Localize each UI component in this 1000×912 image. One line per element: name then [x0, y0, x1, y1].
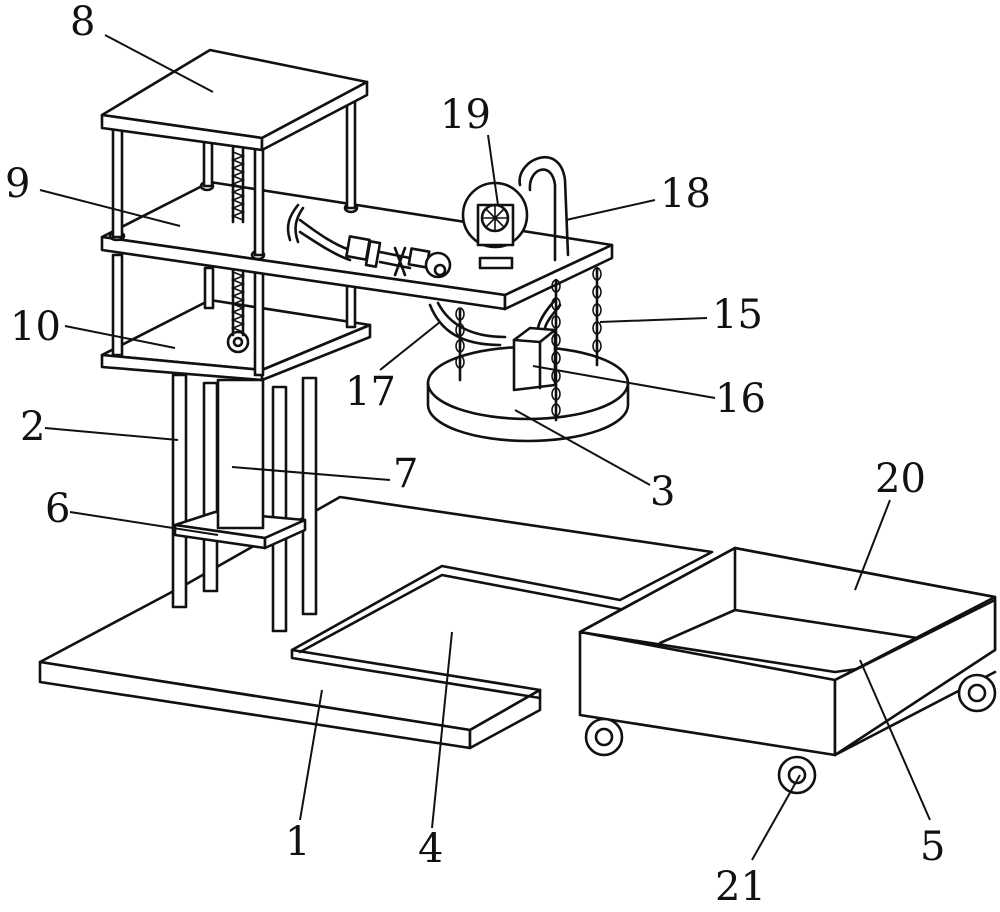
- callout-3: 3: [650, 469, 675, 515]
- callout-2: 2: [20, 404, 45, 450]
- lower-plate: [100, 298, 372, 382]
- callout-21: 21: [715, 864, 766, 910]
- lower-guide-rods: [111, 253, 357, 377]
- callout-18: 17: [345, 369, 396, 415]
- chain-left: [455, 307, 465, 382]
- callout-15: 15: [712, 292, 763, 338]
- wheel-back-right: [957, 673, 997, 713]
- cart: [578, 546, 997, 757]
- callout-8: 8: [70, 0, 95, 45]
- wheel-front-right: [777, 755, 817, 795]
- connecting-tube: [428, 301, 507, 347]
- hydraulic-cylinder: [216, 378, 265, 530]
- callout-17: 18: [660, 171, 711, 217]
- chain-right: [592, 266, 602, 367]
- callout-9: 9: [5, 161, 30, 207]
- blower: [461, 181, 529, 270]
- callout-4: 4: [418, 826, 443, 872]
- callout-5: 5: [920, 824, 945, 870]
- wheel-front-left: [584, 717, 624, 757]
- callout-labels: 8 9 10 2 6 7 19 18 15 16 17 3 20 5 21 1 …: [5, 0, 945, 910]
- top-plate: [100, 48, 369, 152]
- leader-lines: [39, 34, 931, 861]
- base-plate: [38, 495, 714, 750]
- callout-6: 6: [45, 486, 70, 532]
- support-columns: [171, 373, 318, 633]
- callout-7: 7: [393, 451, 418, 497]
- callout-10: 10: [10, 304, 61, 350]
- callout-1: 1: [285, 819, 310, 865]
- callout-19: 19: [440, 92, 491, 138]
- pipe-valve: [286, 203, 452, 279]
- callout-16: 16: [715, 376, 766, 422]
- suction-hose: [518, 156, 570, 262]
- callout-20: 20: [875, 456, 926, 502]
- chain-middle: [551, 278, 561, 422]
